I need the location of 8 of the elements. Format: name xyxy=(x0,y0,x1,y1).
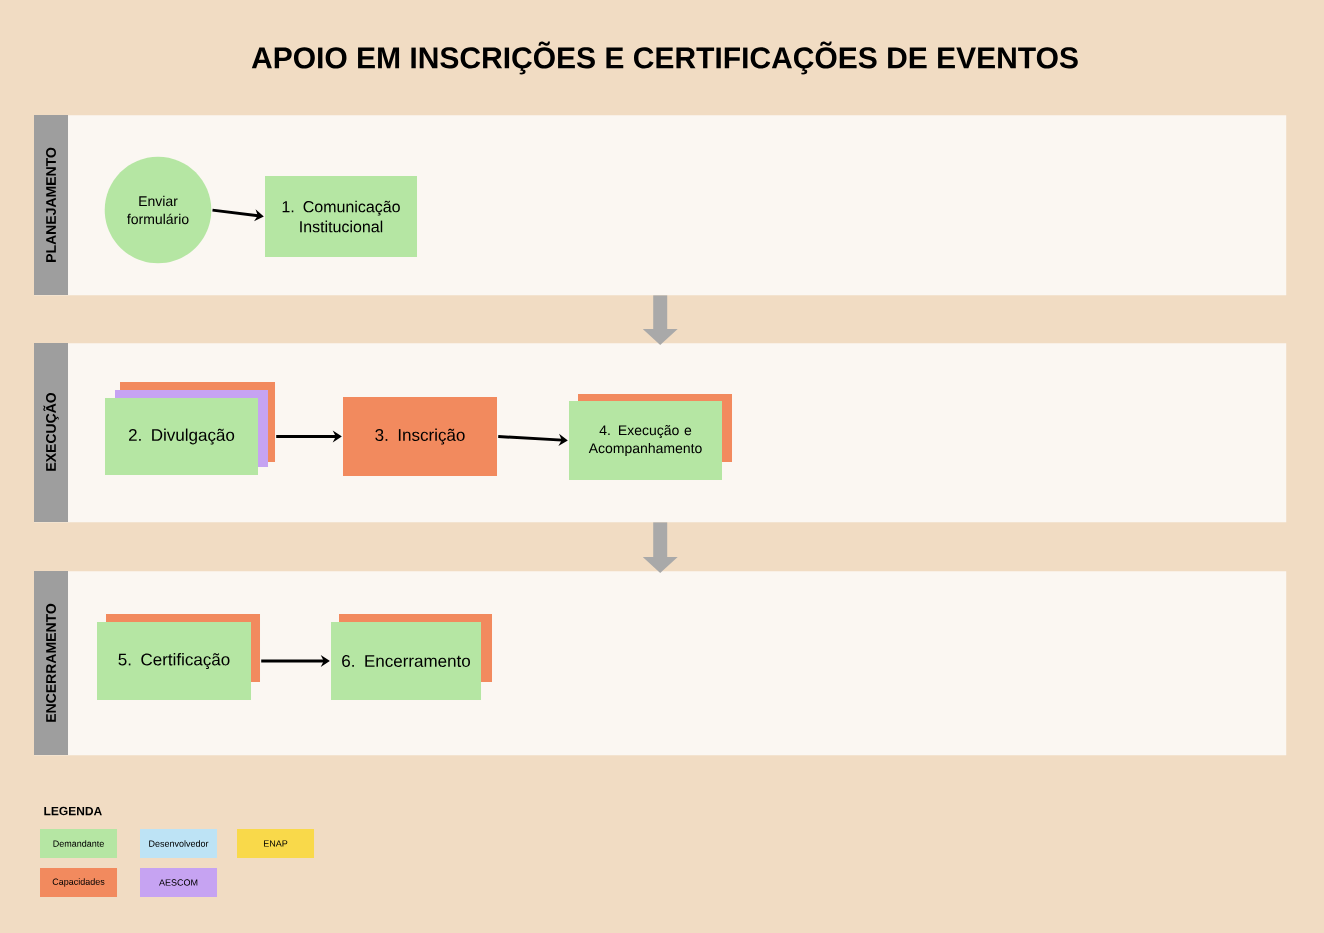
legend-heading: LEGENDA xyxy=(44,806,102,816)
process-box: 3. Inscrição xyxy=(343,397,497,476)
stacked-cards: 2. Divulgação xyxy=(105,382,275,475)
stacked-cards: 4. Execução e Acompanhamento xyxy=(569,394,732,480)
stacked-cards: 6. Encerramento xyxy=(331,614,492,700)
process-box: 1. Comunicação Institucional xyxy=(265,176,417,257)
stacked-cards: 5. Certificação xyxy=(97,614,260,700)
title: APOIO EM INSCRIÇÕES E CERTIFICAÇÕES DE EVENTOS xyxy=(251,41,1078,75)
